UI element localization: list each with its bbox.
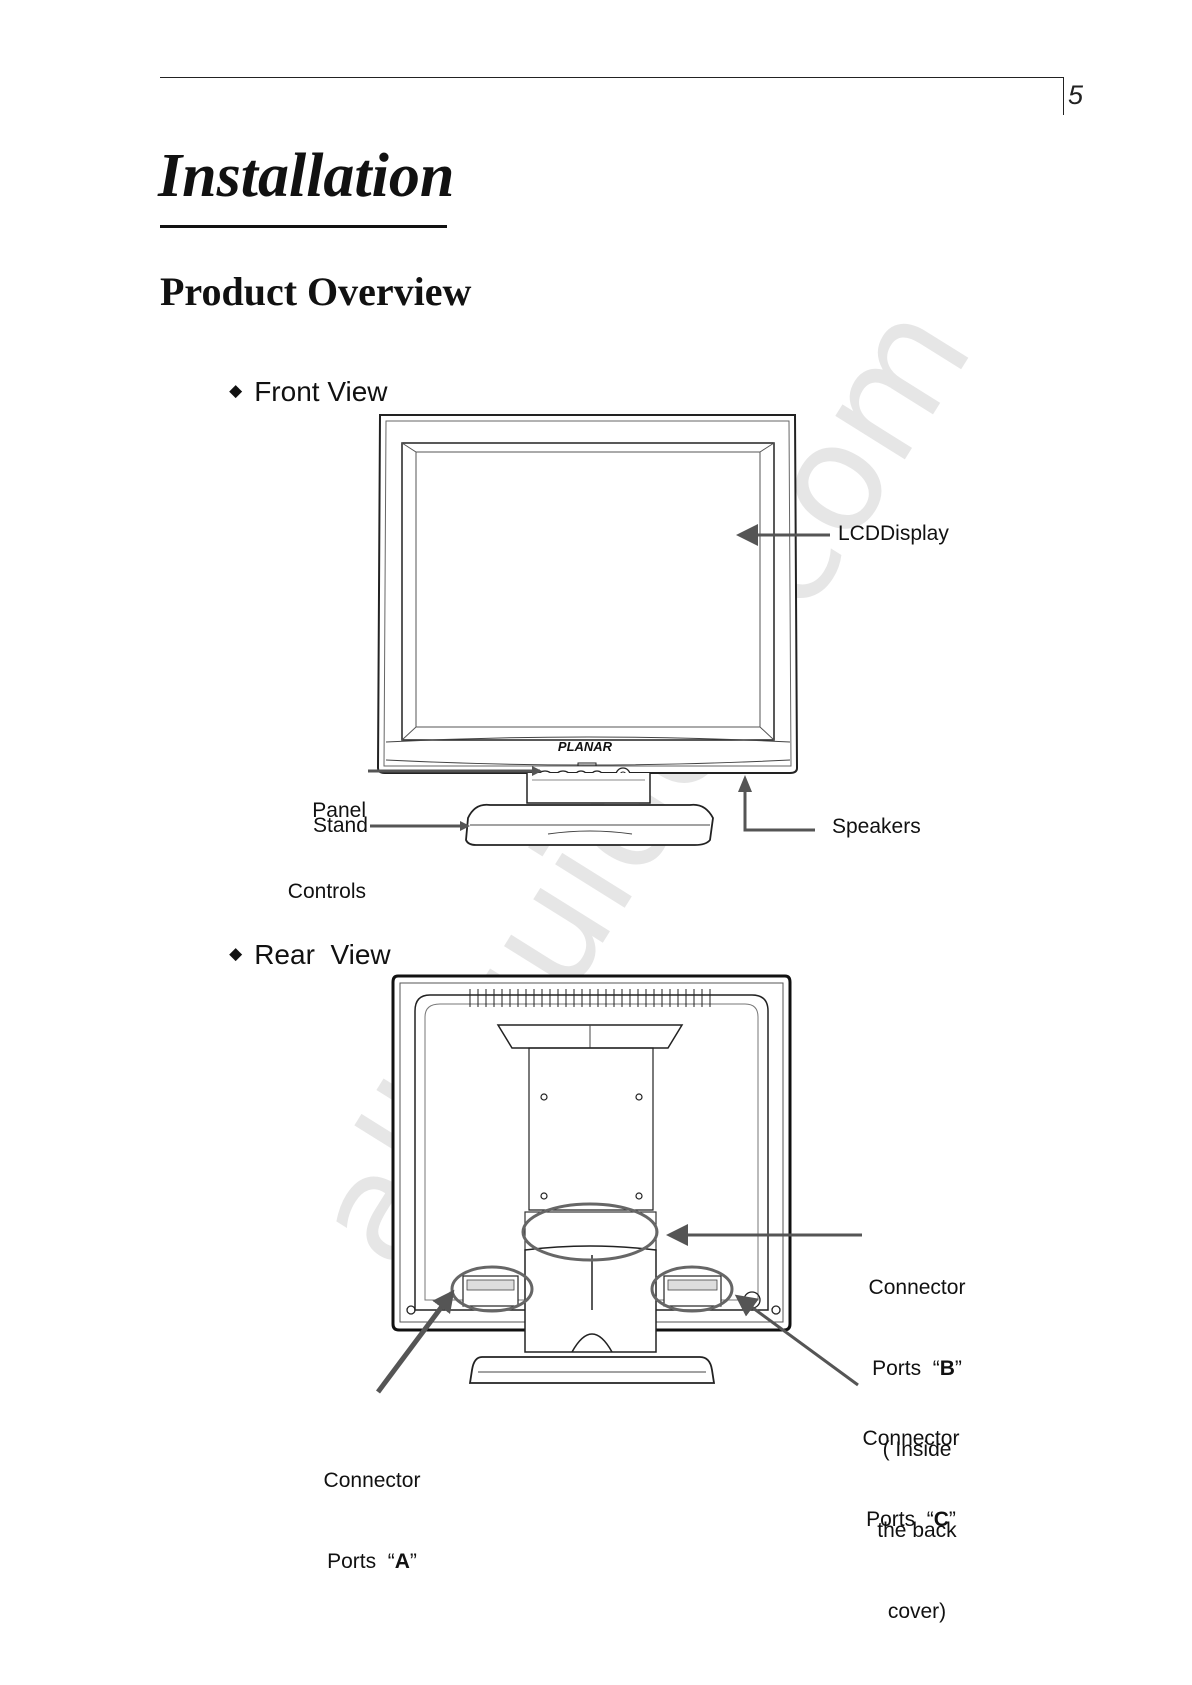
front-view-heading: ◆Front View: [229, 376, 388, 407]
connector-c-arrow: [734, 1294, 859, 1387]
brand-logo: PLANAR: [558, 739, 613, 754]
label-lcd-display: LCDDisplay: [838, 522, 949, 545]
chapter-title: Installation: [158, 142, 455, 210]
diamond-bullet-icon: ◆: [229, 944, 243, 963]
speakers-arrowhead: [738, 775, 752, 792]
connector-c-highlight: [650, 1265, 734, 1313]
connector-b-highlight: [521, 1202, 659, 1262]
label-panel-controls: Panel Controls: [287, 799, 366, 903]
label-speakers: Speakers: [832, 815, 921, 838]
header-rule: [160, 77, 1064, 78]
connector-a-arrow: [375, 1289, 455, 1394]
rear-view-heading: ◆Rear View: [229, 939, 391, 970]
connector-a-highlight: [450, 1265, 534, 1313]
monitor-rear: [391, 974, 792, 1384]
chapter-title-underline: [160, 225, 447, 228]
label-stand: Stand: [313, 814, 368, 837]
speakers-arrow-line: [743, 790, 815, 832]
label-connector-ports-a: Connector Ports “A”: [323, 1469, 421, 1573]
header-divider: [1063, 77, 1064, 115]
label-connector-ports-b: Connector Ports “B” ( Inside the back co…: [868, 1276, 966, 1623]
label-connector-ports-c: Connector Ports “C”: [862, 1427, 960, 1531]
monitor-front: PLANAR: [376, 414, 799, 846]
rear-vents: [469, 989, 711, 1007]
diamond-bullet-icon: ◆: [229, 381, 243, 400]
section-title: Product Overview: [160, 269, 472, 314]
page-number: 5: [1068, 80, 1084, 110]
